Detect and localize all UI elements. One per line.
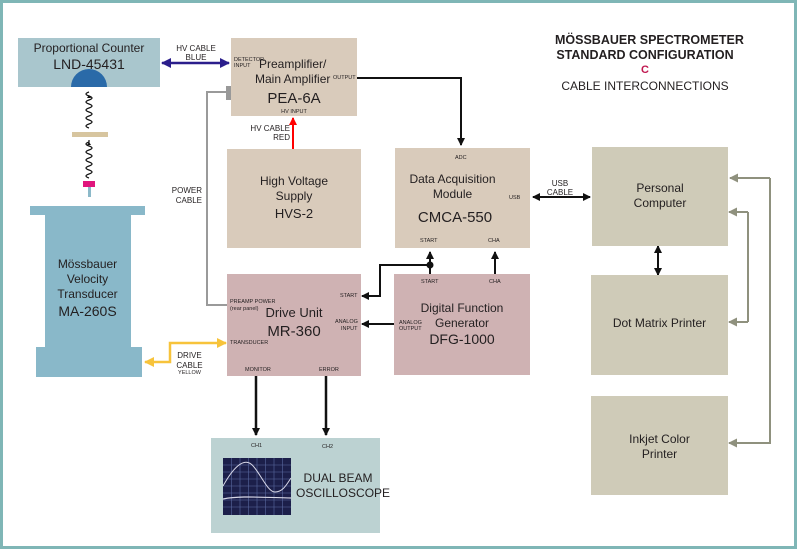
spring-lower-icon [85,140,93,179]
transducer-port: TRANSDUCER [230,340,269,346]
title-line1: MÖSSBAUER SPECTROMETER [555,33,744,47]
daq-line2: Module [432,187,473,201]
counter-label: Proportional Counter [33,41,145,55]
drive-model: MR-360 [267,323,321,340]
power-cable[interactable] [206,91,229,306]
title-line3: CABLE INTERCONNECTIONS [561,79,729,93]
preamplifier-block[interactable]: DETECTOR INPUT Preamplifier/ Main Amplif… [231,38,357,116]
absorber-plate [72,132,108,137]
start-junction [426,261,434,269]
drive-label-2: CABLE [176,361,203,370]
preamp-power-port-2: (rear panel) [230,306,259,312]
title-line2: STANDARD CONFIGURATION [556,48,734,62]
pc-line2: Computer [633,196,687,210]
preamp-line1: Preamplifier/ [259,57,327,71]
inkjet-line1: Inkjet Color [629,432,690,446]
daq-start-port: START [420,238,438,244]
high-voltage-supply-block[interactable]: High Voltage Supply HVS-2 [227,149,361,248]
scope-line2: OSCILLOSCOPE [296,486,391,500]
drive-label-3: YELLOW [178,370,201,376]
drive-unit-block[interactable]: PREAMP POWER (rear panel) START Drive Un… [227,274,361,376]
source-holder [83,181,95,187]
title-letter: C [641,64,649,76]
usb-label-1: USB [551,179,569,188]
daq-line1: Data Acquisition [409,172,496,186]
adc-port: ADC [455,155,467,161]
inkjet-printer-block[interactable]: Inkjet Color Printer [591,396,728,495]
power-connector [226,86,232,100]
pc-line1: Personal [636,181,684,195]
preamp-power-port: PREAMP POWER [230,299,276,305]
dfg-line2: Generator [434,316,490,330]
spring-lower-arrow [87,142,91,145]
scope-screen-icon [223,458,291,515]
transducer-model: MA-260S [58,303,117,319]
dotmatrix-line1: Dot Matrix Printer [612,316,707,330]
preamp-line2: Main Amplifier [255,72,331,86]
monitor-port: MONITOR [245,367,271,373]
detector-input-port: DETECTOR [234,57,265,63]
transducer-line1: Mössbauer [57,257,118,271]
dfg-model: DFG-1000 [429,331,495,347]
drive-cable-yellow[interactable] [144,338,227,367]
usb-label-2: CABLE [546,188,574,197]
power-label-2: CABLE [175,196,202,205]
ch2-port: CH2 [322,444,334,450]
printer-cable-outer[interactable] [730,178,771,444]
detector-window-icon [71,69,107,87]
drive-rod [88,187,91,197]
digital-function-generator-block[interactable]: START CHA Digital Function ANALOG OUTPUT… [394,274,530,375]
drive-label-1: DRIVE [177,351,202,360]
hv-blue-label-2: BLUE [185,53,207,62]
hvs-line2: Supply [275,189,313,203]
proportional-counter-block[interactable]: Proportional Counter LND-45431 [18,38,160,87]
spring-upper-arrow [87,95,91,98]
drive-start-port: START [340,293,358,299]
detector-input-port-2: INPUT [234,63,251,69]
dfg-cha-port: CHA [489,279,501,285]
dfg-start-port: START [421,279,439,285]
hv-red-label-2: RED [273,133,290,142]
hvs-line1: High Voltage [259,174,329,188]
transducer-line2: Velocity [66,272,109,286]
scope-line1: DUAL BEAM [303,471,373,485]
hvs-model: HVS-2 [274,206,314,221]
ch1-port: CH1 [251,443,263,449]
oscilloscope-block[interactable]: CH1 CH2 DUAL BEAM OSCILLOSCOPE [211,438,391,533]
preamp-output-cable[interactable] [357,77,465,146]
power-label-1: POWER [171,186,202,195]
dfg-line1: Digital Function [420,301,504,315]
drive-line1: Drive Unit [265,305,323,320]
counter-model: LND-45431 [53,56,125,72]
inkjet-line2: Printer [641,447,678,461]
daq-model: CMCA-550 [417,209,493,226]
error-port: ERROR [319,367,339,373]
personal-computer-block[interactable]: Personal Computer [592,147,728,246]
daq-cha-port: CHA [488,238,500,244]
hv-blue-label-1: HV CABLE [176,44,216,53]
transducer-block[interactable]: Mössbauer Velocity Transducer MA-260S [30,206,145,377]
usb-port: USB [509,195,521,201]
dfg-analog-port: ANALOG [399,320,422,326]
dot-matrix-printer-block[interactable]: Dot Matrix Printer [591,275,728,375]
preamp-model: PEA-6A [267,90,321,107]
hv-input-port: HV INPUT [281,109,307,115]
output-port: OUTPUT [333,75,356,81]
hv-red-label-1: HV CABLE [250,124,290,133]
transducer-line3: Transducer [57,287,118,301]
dfg-analog-port-2: OUTPUT [399,326,422,332]
start-cable-drive[interactable] [361,264,430,300]
spring-upper-icon [85,91,93,129]
drive-analog-port: ANALOG [335,319,358,325]
data-acquisition-block[interactable]: ADC Data Acquisition Module USB CMCA-550… [395,148,530,248]
drive-analog-port-2: INPUT [341,326,358,332]
